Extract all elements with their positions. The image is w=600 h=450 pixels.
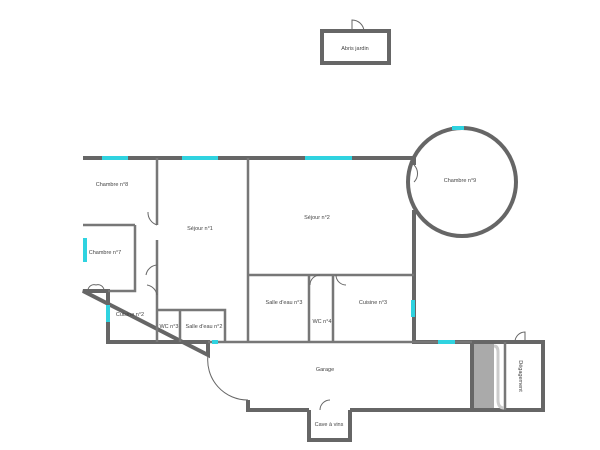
room-label: Abris jardin [341,46,369,52]
doors [87,164,526,411]
room-label: Cave à vins [315,422,344,428]
door-icon [335,274,347,286]
door-icon [207,354,249,401]
room-abris-jardin: Abris jardin [320,19,391,65]
room-label: Chambre n°9 [444,178,476,184]
door-icon [146,284,158,296]
room-label: Dégagement [517,360,523,392]
stairs [474,344,505,410]
room-label: Chambre n°7 [89,250,121,256]
room-label: Garage [316,367,334,373]
door-icon [351,19,365,32]
door-icon [514,331,526,343]
door-icon [319,399,331,411]
room-label: Séjour n°2 [304,215,330,221]
room-label: Salle d'eau n°3 [266,300,303,306]
room-label: Cuisine n°2 [116,312,144,318]
interior-walls [83,158,507,410]
door-icon [309,274,321,286]
windows [83,126,464,344]
room-label: WC n°4 [312,319,331,325]
room-label: Salle d'eau n°2 [186,324,223,330]
door-icon [87,284,105,292]
door-icon [413,164,418,183]
room-label: WC n°3 [159,324,178,330]
room-label: Chambre n°8 [96,182,128,188]
door-icon [145,264,158,276]
door-icon [147,211,158,226]
room-label: Cuisine n°3 [359,300,387,306]
room-label: Séjour n°1 [187,226,213,232]
